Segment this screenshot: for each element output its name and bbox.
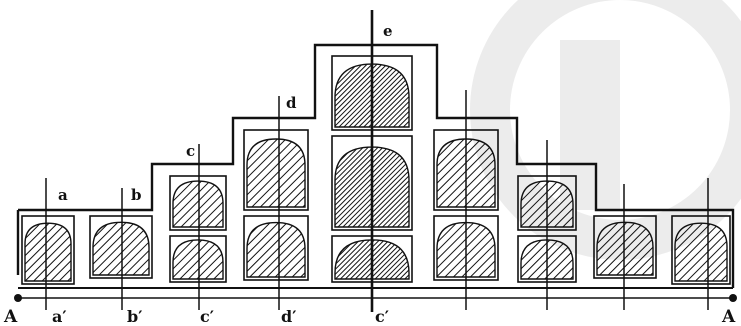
label-a: a bbox=[58, 186, 68, 204]
arch-panel-1-1 bbox=[21, 215, 75, 285]
stepped-outline bbox=[16, 43, 735, 288]
label-d: d bbox=[286, 94, 297, 112]
arch-panel-8-1 bbox=[593, 215, 657, 279]
end-point-right bbox=[729, 294, 737, 302]
label-c: c bbox=[186, 142, 195, 160]
end-point-left bbox=[14, 294, 22, 302]
label-e-prime: c′ bbox=[375, 307, 389, 326]
arch-panel-9-1 bbox=[671, 215, 731, 285]
arch-panels bbox=[21, 55, 731, 285]
label-b-prime: b′ bbox=[127, 307, 142, 326]
label-a-prime: a′ bbox=[52, 307, 67, 326]
label-b: b bbox=[131, 186, 142, 204]
arch-panel-3-2 bbox=[169, 235, 227, 283]
section-axes bbox=[45, 10, 709, 312]
arch-panel-2-1 bbox=[89, 215, 153, 279]
label-d-prime: d′ bbox=[281, 307, 296, 326]
arch-panel-4-2 bbox=[243, 215, 309, 281]
arch-panel-4-1 bbox=[243, 129, 309, 211]
end-label-right: A bbox=[721, 307, 736, 326]
end-label-left: A bbox=[3, 307, 18, 326]
arch-panel-3-1 bbox=[169, 175, 227, 231]
label-e: e bbox=[383, 22, 393, 40]
label-c-prime: c′ bbox=[200, 307, 214, 326]
